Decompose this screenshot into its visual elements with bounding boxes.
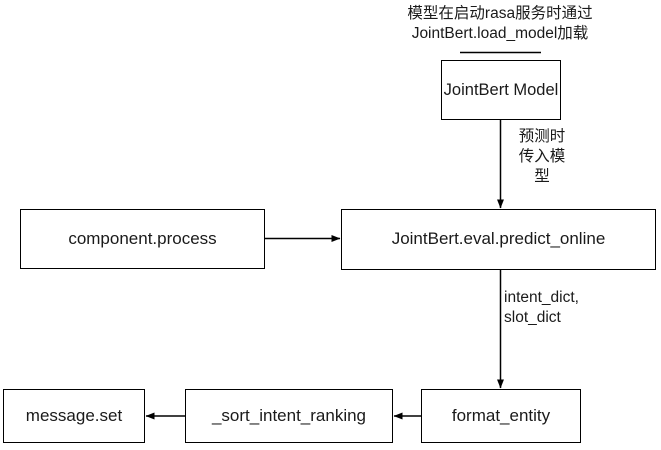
annotation-load-model: 模型在启动rasa服务时通过 JointBert.load_model加载 bbox=[407, 5, 593, 43]
node-jointbert-model[interactable]: JointBert Model bbox=[441, 60, 561, 120]
node-jointbert-eval-predict-online[interactable]: JointBert.eval.predict_online bbox=[341, 209, 656, 270]
node-sort-intent-ranking[interactable]: _sort_intent_ranking bbox=[185, 389, 393, 443]
node-format-entity[interactable]: format_entity bbox=[421, 389, 581, 443]
node-message-set[interactable]: message.set bbox=[3, 389, 145, 443]
node-component-process[interactable]: component.process bbox=[20, 209, 265, 269]
edge-label-intent-slot-dict: intent_dict, slot_dict bbox=[504, 289, 579, 326]
edge-label-predict-pass-model: 预测时 传入模 型 bbox=[518, 128, 566, 185]
